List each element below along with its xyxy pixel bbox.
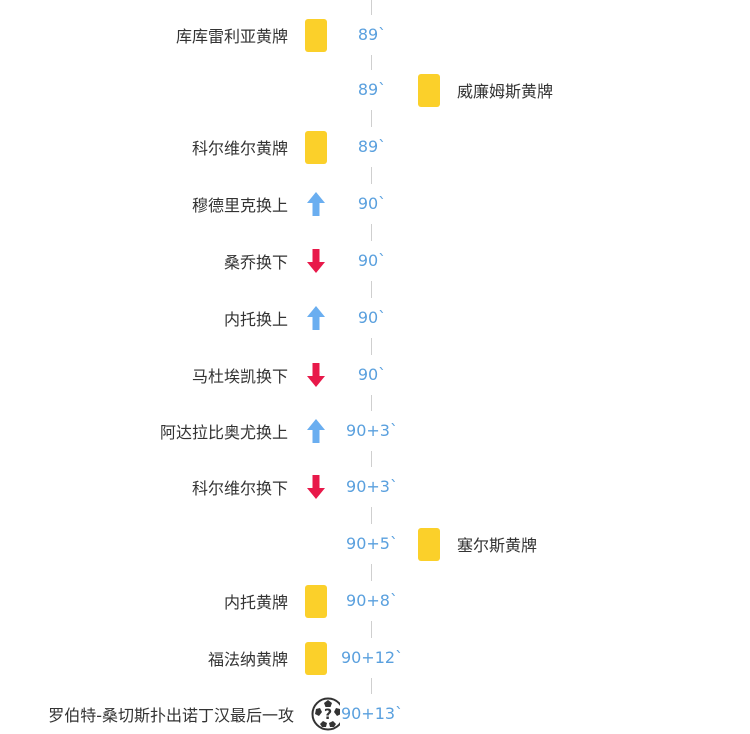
sub-out-arrow-icon [304,244,328,278]
timeline-event: 科尔维尔换下 90+3` [0,467,750,507]
timeline-event: 阿达拉比奥尤换上 90+3` [0,411,750,451]
event-content: 塞尔斯黄牌 [417,524,537,564]
timeline-event: 内托黄牌 90+8` [0,581,750,621]
event-label: 桑乔换下 [223,253,288,272]
event-minute: 90+3` [340,411,404,451]
event-minute: 90+13` [340,694,404,734]
event-content: 阿达拉比奥尤换上 [160,411,328,451]
timeline-event: 福法纳黄牌 90+12` [0,638,750,678]
timeline-event: 穆德里克换上 90` [0,184,750,224]
timeline-event: 库库雷利亚黄牌 89` [0,15,750,55]
timeline-event: 桑乔换下 90` [0,241,750,281]
sub-in-arrow-icon [304,187,328,221]
event-minute: 90+8` [340,581,404,621]
event-minute: 89` [340,70,404,110]
event-label: 科尔维尔黄牌 [191,139,288,158]
event-content: 罗伯特-桑切斯扑出诺丁汉最后一攻 ? [48,694,346,734]
event-content: 马杜埃凯换下 [192,355,328,395]
event-content: 库库雷利亚黄牌 [176,15,328,55]
sub-in-arrow-icon [304,414,328,448]
timeline-event: 科尔维尔黄牌 89` [0,127,750,167]
event-content: 内托黄牌 [224,581,328,621]
event-label: 内托换上 [223,310,288,329]
event-content: 桑乔换下 [224,241,328,281]
event-content: 威廉姆斯黄牌 [417,70,553,110]
timeline-event: 马杜埃凯换下 90` [0,355,750,395]
event-content: 科尔维尔黄牌 [192,127,328,167]
event-content: 内托换上 [224,298,328,338]
event-minute: 90+3` [340,467,404,507]
event-content: 福法纳黄牌 [208,638,328,678]
event-content: 穆德里克换上 [192,184,328,224]
timeline-event: 内托换上 90` [0,298,750,338]
event-minute: 90` [340,184,404,224]
timeline-event: 罗伯特-桑切斯扑出诺丁汉最后一攻 ? 90+13` [0,694,750,734]
event-label: 穆德里克换上 [191,196,288,215]
event-label: 内托黄牌 [223,593,288,612]
svg-text:?: ? [324,707,332,723]
event-label: 库库雷利亚黄牌 [175,27,288,46]
yellow-card-icon [417,73,441,107]
event-minute: 90` [340,298,404,338]
event-minute: 89` [340,127,404,167]
yellow-card-icon [304,641,328,675]
event-label: 阿达拉比奥尤换上 [159,423,288,442]
sub-out-arrow-icon [304,470,328,504]
event-label: 马杜埃凯换下 [191,367,288,386]
event-minute: 90+12` [340,638,404,678]
sub-out-arrow-icon [304,358,328,392]
event-label: 罗伯特-桑切斯扑出诺丁汉最后一攻 [48,706,294,725]
event-label: 福法纳黄牌 [207,650,288,669]
event-minute: 90+5` [340,524,404,564]
missed-shot-ball-icon: ? [310,697,346,731]
event-minute: 89` [340,15,404,55]
event-minute: 90` [340,355,404,395]
yellow-card-icon [304,130,328,164]
event-label: 科尔维尔换下 [191,479,288,498]
event-minute: 90` [340,241,404,281]
event-content: 科尔维尔换下 [192,467,328,507]
yellow-card-icon [304,584,328,618]
timeline-event: 89` 威廉姆斯黄牌 [0,70,750,110]
event-label: 塞尔斯黄牌 [457,536,538,555]
event-label: 威廉姆斯黄牌 [457,82,554,101]
timeline-event: 90+5` 塞尔斯黄牌 [0,524,750,564]
yellow-card-icon [417,527,441,561]
sub-in-arrow-icon [304,301,328,335]
yellow-card-icon [304,18,328,52]
